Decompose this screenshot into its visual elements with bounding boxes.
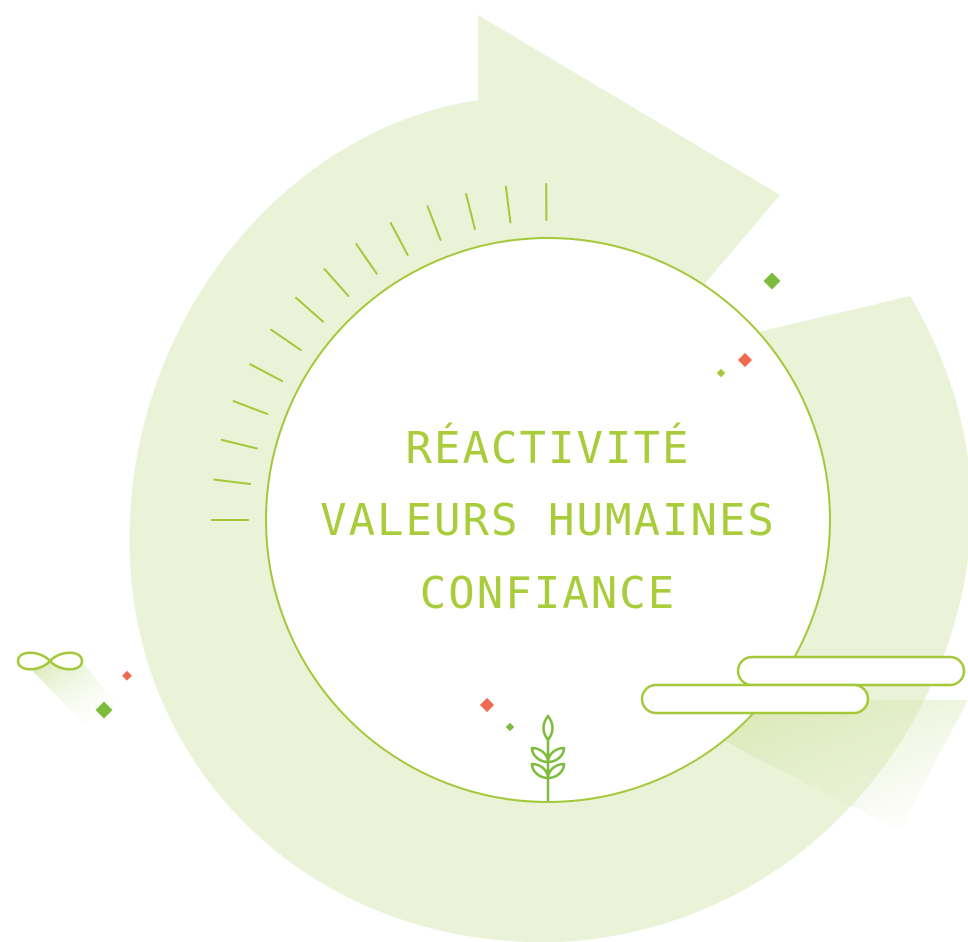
tick-mark xyxy=(355,243,378,275)
tick-mark xyxy=(232,400,269,415)
cloud-icon xyxy=(640,655,966,715)
value-reactivite: RÉACTIVITÉ xyxy=(406,421,691,474)
diamond-decorations xyxy=(95,272,781,732)
diamond-icon xyxy=(737,352,753,368)
values-list: RÉACTIVITÉ VALEURS HUMAINES CONFIANCE xyxy=(320,421,776,619)
diamond-icon xyxy=(95,701,113,719)
diamond-icon xyxy=(716,368,726,378)
tick-mark xyxy=(249,363,284,382)
tick-mark xyxy=(270,328,302,352)
tick-mark xyxy=(213,478,252,485)
tick-mark xyxy=(426,205,442,241)
infinity-decoration xyxy=(16,651,118,725)
tick-mark xyxy=(295,296,324,323)
center-circle xyxy=(265,237,831,803)
tick-mark xyxy=(389,222,409,256)
tick-mark xyxy=(504,185,512,224)
tick-marks xyxy=(211,183,548,521)
tick-mark xyxy=(220,438,258,450)
tick-mark xyxy=(465,193,476,230)
diamond-icon xyxy=(479,697,495,713)
diamond-icon xyxy=(505,722,515,732)
sprout-icon xyxy=(530,714,566,802)
infinity-icon xyxy=(16,651,84,671)
diamond-icon xyxy=(763,272,781,290)
tick-mark xyxy=(323,268,350,297)
value-valeurs-humaines: VALEURS HUMAINES xyxy=(320,495,776,546)
diamond-icon xyxy=(122,670,132,681)
value-confiance: CONFIANCE xyxy=(420,568,676,619)
